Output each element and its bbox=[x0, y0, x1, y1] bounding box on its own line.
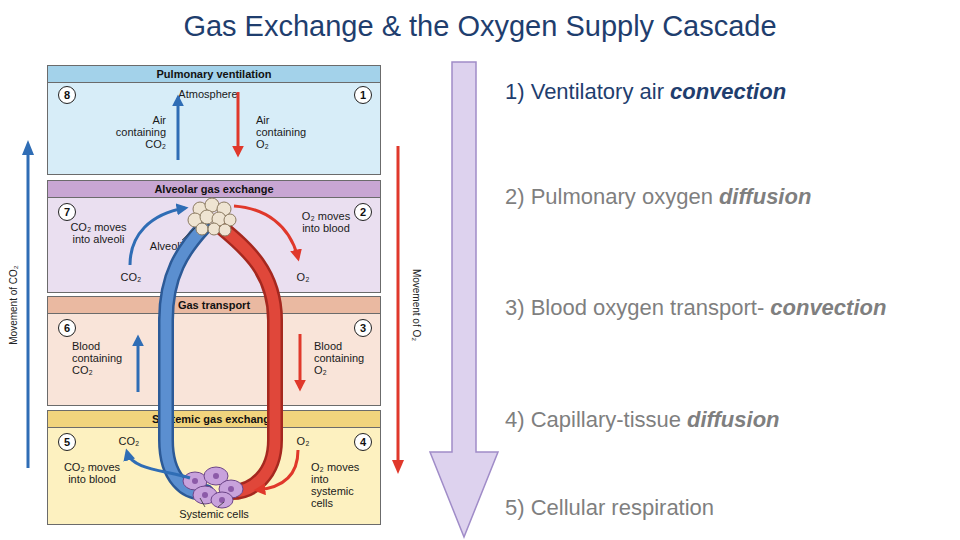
cascade-step: 5) Cellular respiration bbox=[505, 495, 714, 521]
band-text: Air containing O₂ bbox=[256, 114, 316, 150]
band-text: Alveoli bbox=[146, 240, 186, 252]
step-text: 5) Cellular respiration bbox=[505, 495, 714, 520]
arrow-head bbox=[22, 140, 34, 155]
band-text: CO₂ moves into blood bbox=[60, 461, 124, 485]
callout-number: 2 bbox=[360, 206, 366, 218]
band-text: O₂ bbox=[293, 271, 313, 283]
diagram-title: Gas Exchange & the Oxygen Supply Cascade bbox=[0, 8, 960, 44]
callout-number: 5 bbox=[64, 436, 70, 448]
band-text: Atmosphere bbox=[163, 88, 253, 100]
band-text: CO₂ bbox=[116, 271, 146, 283]
cascade-step: 3) Blood oxygen transport-convection bbox=[505, 295, 886, 321]
step-text: 1) Ventilatory air bbox=[505, 79, 664, 104]
cascade-step: 1) Ventilatory airconvection bbox=[505, 79, 786, 105]
gas-exchange-band: Pulmonary ventilationAtmosphereAir conta… bbox=[47, 65, 381, 175]
callout-number: 6 bbox=[64, 322, 70, 334]
movement-label: Movement of CO₂ bbox=[8, 240, 20, 370]
callout-number: 7 bbox=[64, 206, 70, 218]
step-number-circle: 8 bbox=[58, 86, 76, 104]
o2-movement-arrow bbox=[397, 146, 400, 462]
callout-number: 3 bbox=[360, 322, 366, 334]
band-header: Gas transport bbox=[48, 297, 380, 314]
band-text: Air containing CO₂ bbox=[106, 114, 166, 150]
emphasis-word: diffusion bbox=[719, 184, 811, 209]
step-number-circle: 6 bbox=[58, 319, 76, 337]
callout-number: 1 bbox=[360, 89, 366, 101]
callout-number: 4 bbox=[360, 436, 366, 448]
band-text: CO₂ moves into alveoli bbox=[66, 221, 131, 245]
band-header: Pulmonary ventilation bbox=[48, 66, 380, 83]
band-text: O₂ moves into systemic cells bbox=[311, 461, 366, 509]
step-number-circle: 5 bbox=[58, 433, 76, 451]
emphasis-word: diffusion bbox=[687, 407, 779, 432]
band-text: Blood containing O₂ bbox=[314, 340, 376, 376]
cascade-step: 2) Pulmonary oxygendiffusion bbox=[505, 184, 811, 210]
gas-exchange-band: Gas transportBlood containing CO₂ Blood c… bbox=[47, 296, 381, 406]
band-text: O₂ moves into blood bbox=[296, 210, 356, 234]
co2-movement-arrow bbox=[27, 152, 30, 468]
band-text: Systemic cells bbox=[174, 508, 254, 520]
band-header: Alveolar gas exchange bbox=[48, 181, 380, 198]
step-number-circle: 7 bbox=[58, 203, 76, 221]
emphasis-word: convection bbox=[770, 295, 886, 320]
gas-exchange-band: Alveolar gas exchangeCO₂ moves into alve… bbox=[47, 180, 381, 293]
step-number-circle: 3 bbox=[354, 319, 372, 337]
callout-number: 8 bbox=[64, 89, 70, 101]
band-text: O₂ bbox=[293, 435, 313, 447]
arrow-head bbox=[392, 460, 404, 474]
cascade-arrow bbox=[430, 62, 498, 537]
step-text: 4) Capillary-tissue bbox=[505, 407, 681, 432]
step-text: 2) Pulmonary oxygen bbox=[505, 184, 713, 209]
step-number-circle: 2 bbox=[354, 203, 372, 221]
band-text: CO₂ bbox=[114, 435, 144, 447]
band-text: Blood containing CO₂ bbox=[72, 340, 134, 376]
cascade-step: 4) Capillary-tissuediffusion bbox=[505, 407, 780, 433]
emphasis-word: convection bbox=[670, 79, 786, 104]
step-text: 3) Blood oxygen transport- bbox=[505, 295, 764, 320]
step-number-circle: 1 bbox=[354, 86, 372, 104]
band-header: Systemic gas exchange bbox=[48, 411, 380, 428]
step-number-circle: 4 bbox=[354, 433, 372, 451]
gas-exchange-band: Systemic gas exchangeCO₂ O₂ CO₂ moves into… bbox=[47, 410, 381, 525]
movement-label: Movement of O₂ bbox=[410, 240, 422, 370]
